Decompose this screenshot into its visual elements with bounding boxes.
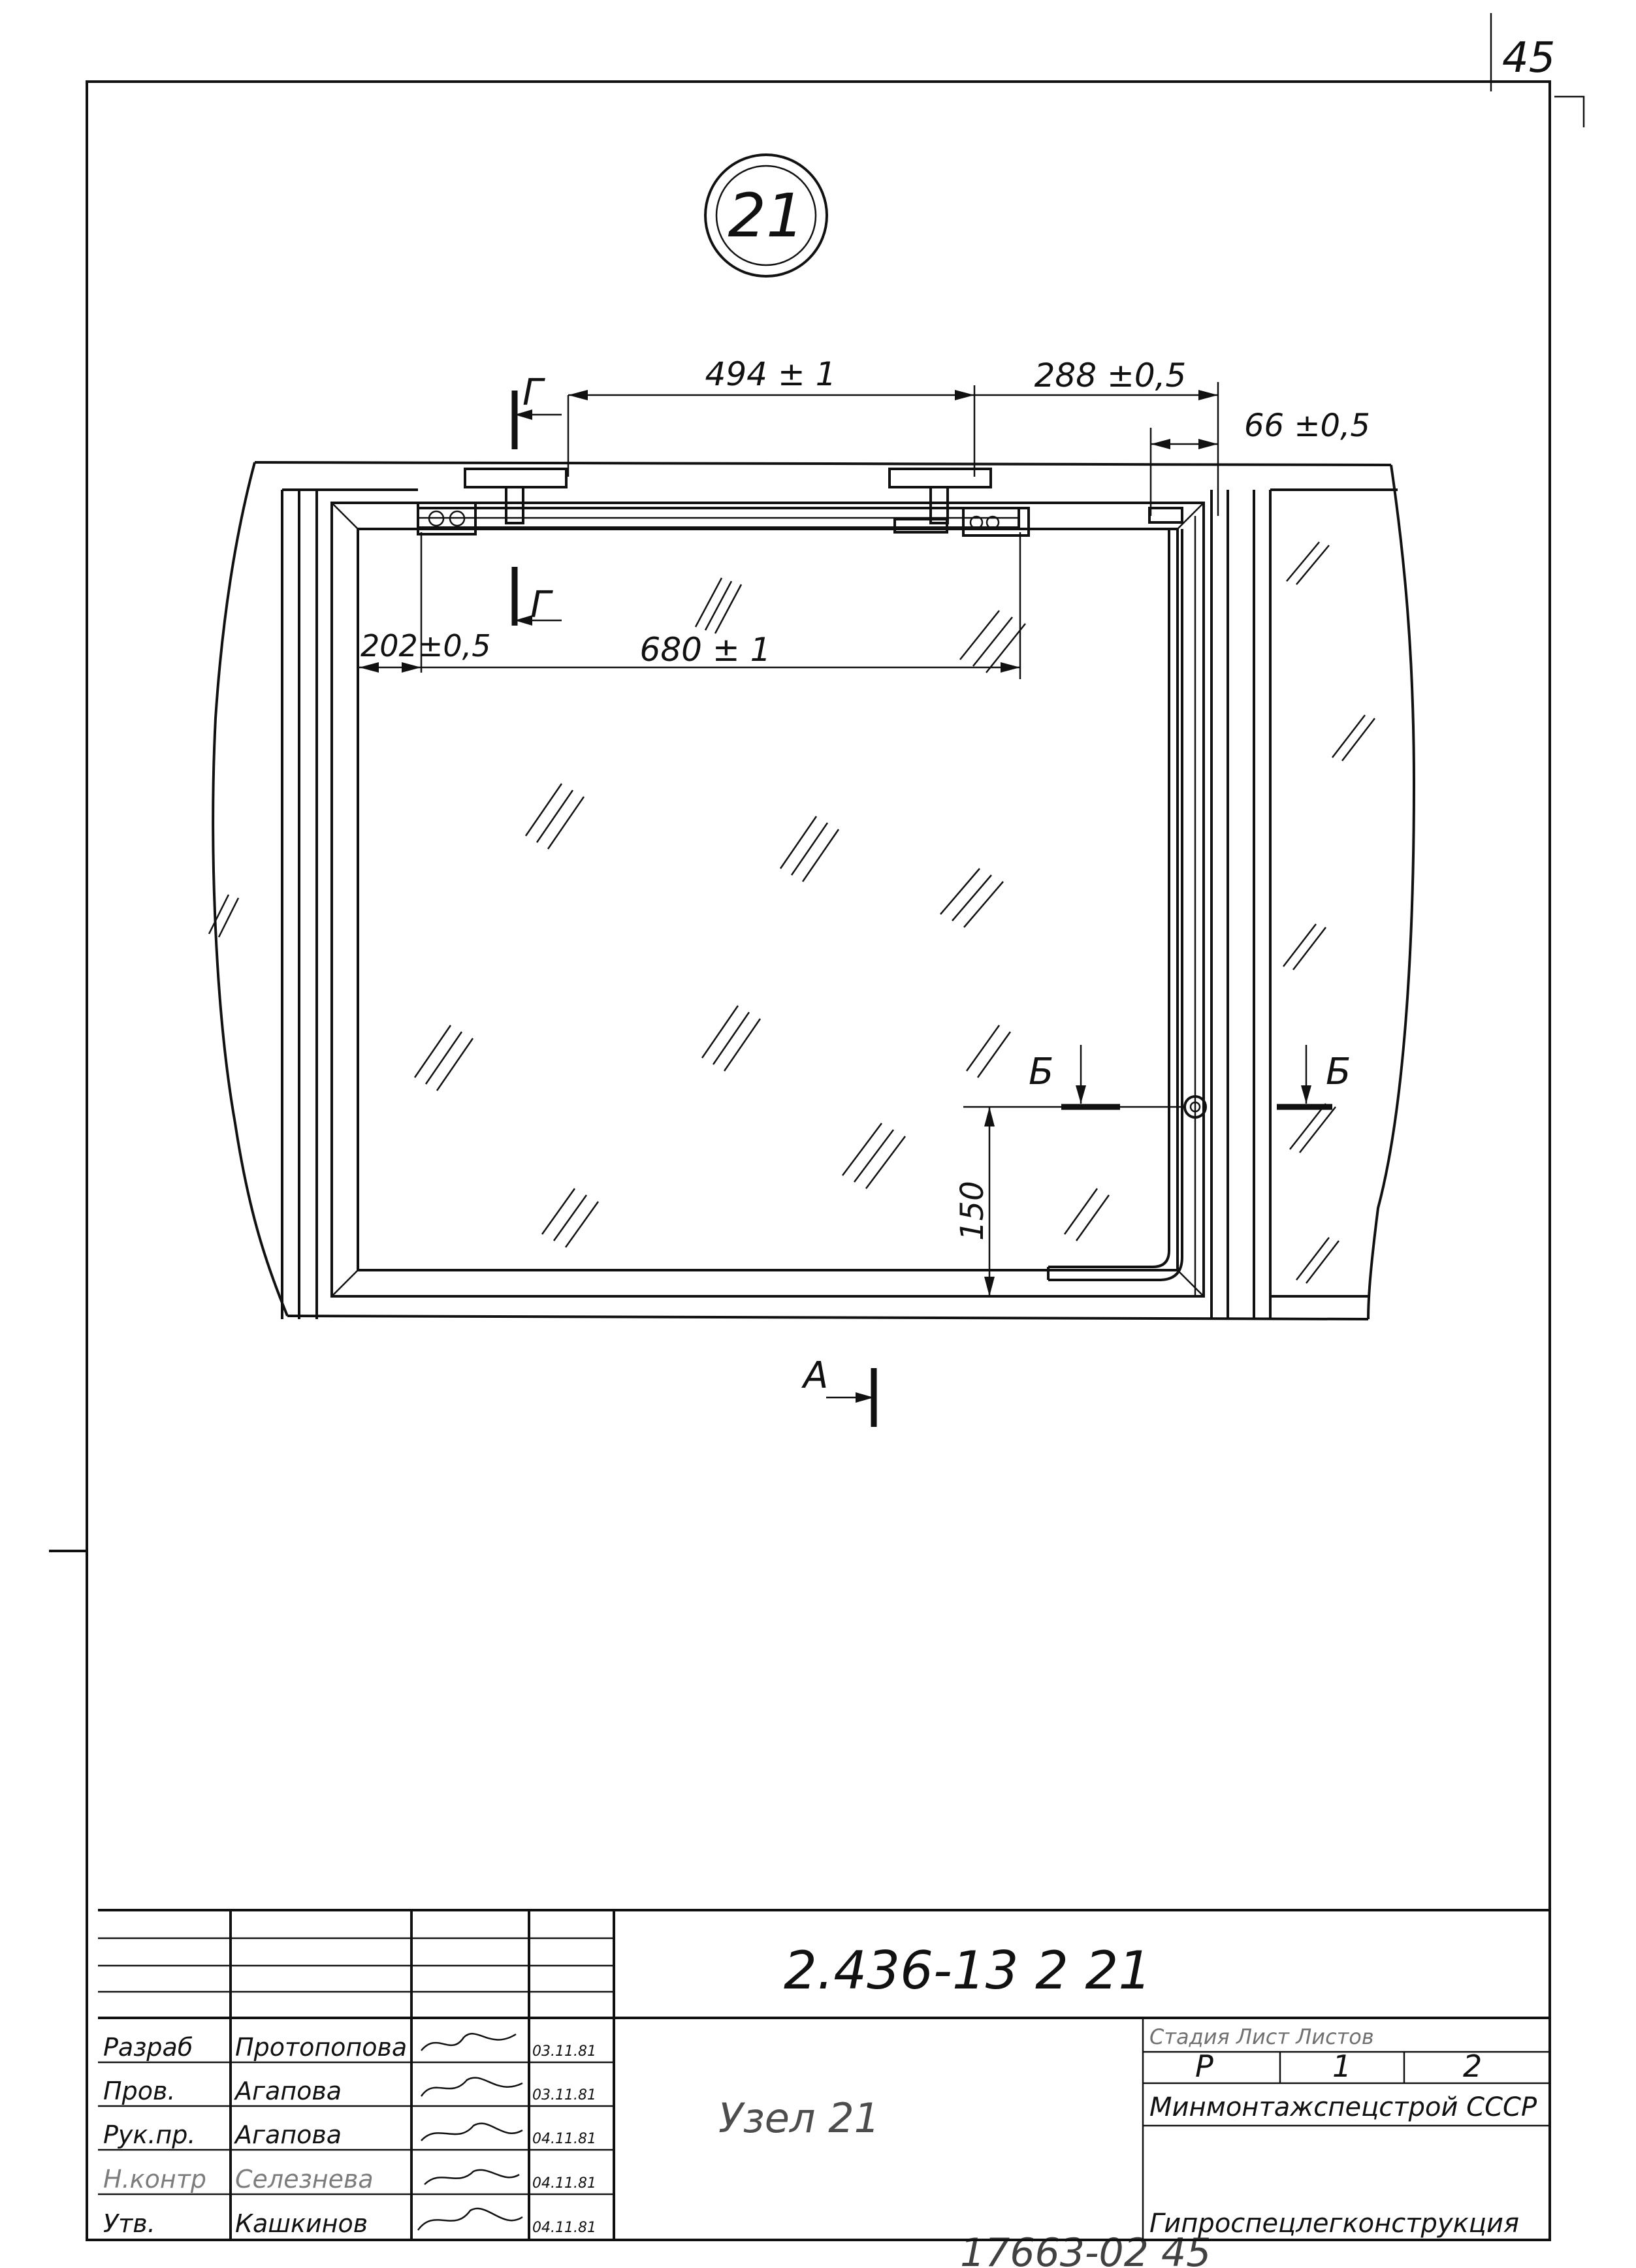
dim-66-label: 66 ±0,5 xyxy=(1244,407,1370,444)
name-1: Протопопова xyxy=(235,2033,407,2062)
name-5: Кашкинов xyxy=(235,2209,368,2238)
dim-202-label: 202±0,5 xyxy=(361,628,491,663)
top-mechanism-bar xyxy=(417,507,1183,537)
section-g-bottom-label: Г xyxy=(530,584,553,626)
name-2: Агапова xyxy=(233,2077,342,2105)
dimension-150: 150 xyxy=(954,1106,1185,1296)
signatures xyxy=(417,2033,523,2231)
wall-outline xyxy=(212,461,1416,1320)
dim-680-label: 680 ± 1 xyxy=(640,631,771,669)
dimension-288: 288 ±0,5 xyxy=(974,357,1219,516)
section-b-right-label: Б xyxy=(1326,1051,1351,1093)
glass-hatches xyxy=(208,541,1375,1284)
right-mullion xyxy=(1210,488,1398,1319)
section-g-top: Г xyxy=(511,372,562,449)
doc-title: Узел 21 xyxy=(718,2094,880,2142)
dimension-66: 66 ±0,5 xyxy=(1149,407,1370,516)
vertical-rod xyxy=(1047,529,1207,1281)
name-4: Селезнева xyxy=(235,2165,374,2194)
sheet-value: 1 xyxy=(1332,2049,1351,2084)
dimension-680: 680 ± 1 xyxy=(421,532,1021,679)
left-bracket xyxy=(417,502,477,535)
date-2: 03.11.81 xyxy=(532,2087,596,2103)
handle-left xyxy=(464,468,568,524)
node-marker: 21 xyxy=(704,153,828,278)
left-mullion xyxy=(281,488,418,1319)
role-1: Разраб xyxy=(103,2033,193,2062)
sash-frame xyxy=(330,502,1205,1298)
section-a: А xyxy=(801,1354,877,1427)
org-ministry: Минмонтажспецстрой СССР xyxy=(1149,2092,1537,2122)
bottom-code: 17663-02 45 xyxy=(960,2230,1211,2268)
date-3: 04.11.81 xyxy=(532,2131,596,2147)
doc-code: 2.436-13 2 21 xyxy=(784,1940,1151,2001)
date-4: 04.11.81 xyxy=(532,2175,596,2192)
title-block xyxy=(98,1909,1550,2240)
role-2: Пров. xyxy=(103,2077,175,2105)
dim-288-label: 288 ±0,5 xyxy=(1035,357,1187,394)
page-number: 45 xyxy=(1502,34,1555,82)
org-institute: Гипроспецлегконструкция xyxy=(1149,2209,1519,2239)
dimension-494: 494 ± 1 xyxy=(567,355,976,477)
corner-mark xyxy=(1554,95,1585,127)
dim-150-label: 150 xyxy=(954,1181,991,1241)
sheet-frame xyxy=(86,80,1551,2241)
role-4: Н.контр xyxy=(103,2165,206,2194)
role-3: Рук.пр. xyxy=(103,2120,195,2149)
section-g-top-label: Г xyxy=(522,372,545,414)
section-b-right: Б xyxy=(1277,1045,1351,1110)
name-3: Агапова xyxy=(233,2120,342,2149)
stage-value: Р xyxy=(1195,2049,1213,2084)
node-number: 21 xyxy=(728,181,804,251)
dim-494-label: 494 ± 1 xyxy=(705,355,837,393)
section-b-left: Б xyxy=(1029,1045,1120,1110)
dimension-202: 202±0,5 xyxy=(359,532,491,673)
date-1: 03.11.81 xyxy=(532,2043,596,2060)
section-b-left-label: Б xyxy=(1029,1051,1053,1093)
date-5: 04.11.81 xyxy=(532,2220,596,2236)
role-5: Утв. xyxy=(103,2209,155,2238)
sheets-value: 2 xyxy=(1463,2049,1482,2084)
stage-header: Стадия Лист Листов xyxy=(1149,2024,1374,2049)
section-g-bottom: Г xyxy=(511,567,562,626)
handle-right xyxy=(888,468,992,524)
section-a-label: А xyxy=(801,1354,828,1397)
